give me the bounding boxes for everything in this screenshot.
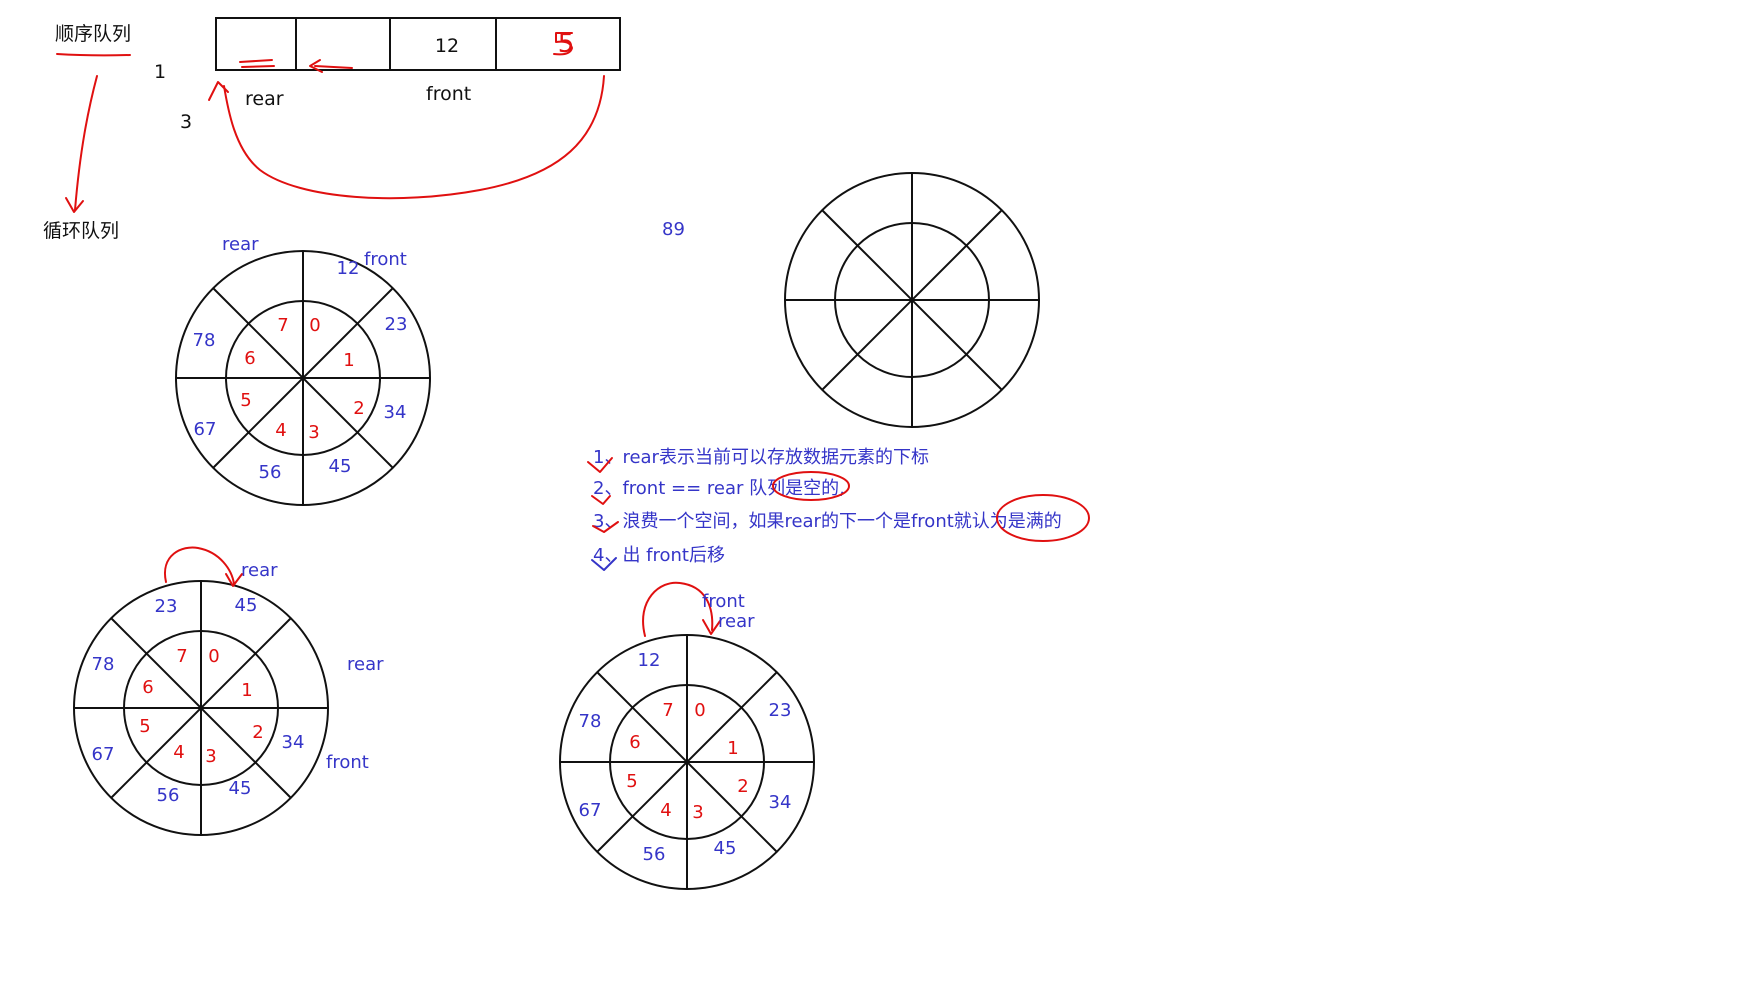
array-cell-2: 12 bbox=[435, 35, 459, 57]
outer-slot-6: 78 bbox=[193, 330, 216, 351]
inner-index-3: 3 bbox=[692, 802, 703, 823]
sequential-array: 12 5 bbox=[215, 17, 621, 71]
inner-index-2: 2 bbox=[252, 722, 263, 743]
arrow-to-circular bbox=[74, 75, 98, 211]
circular-queue-label: 循环队列 bbox=[43, 220, 119, 242]
circle2-rear-label-top: rear bbox=[241, 560, 278, 581]
circular-queue-diagram-2: 45 34 45 56 67 78 23 0 1 2 3 4 5 6 7 bbox=[73, 580, 329, 836]
circle2-rear-label-side: rear bbox=[347, 654, 384, 675]
outer-slot-4: 56 bbox=[157, 785, 180, 806]
scribble-cell-0 bbox=[239, 59, 275, 68]
inner-index-1: 1 bbox=[343, 350, 354, 371]
inner-index-2: 2 bbox=[737, 776, 748, 797]
outer-slot-0: 45 bbox=[235, 595, 258, 616]
note-2: 2、front == rear 队列是空的, bbox=[593, 478, 845, 499]
inner-index-5: 5 bbox=[240, 390, 251, 411]
outer-slot-3: 45 bbox=[714, 838, 737, 859]
outer-slot-2: 34 bbox=[384, 402, 407, 423]
sequential-underline bbox=[56, 53, 131, 57]
circle1-rear-label: rear bbox=[222, 234, 259, 255]
inner-index-1: 1 bbox=[727, 738, 738, 759]
check-1 bbox=[587, 457, 613, 473]
circle1-front-label: front bbox=[364, 249, 407, 270]
check-3 bbox=[592, 521, 619, 533]
wrap-around-arrow-head bbox=[208, 81, 229, 101]
circle2-loop-arrow bbox=[163, 546, 235, 585]
outer-slot-1: 23 bbox=[385, 314, 408, 335]
check-2 bbox=[591, 495, 611, 505]
inner-index-5: 5 bbox=[139, 716, 150, 737]
number-1: 1 bbox=[154, 61, 166, 83]
inner-index-4: 4 bbox=[173, 742, 184, 763]
outer-slot-1: 23 bbox=[769, 700, 792, 721]
outer-slot-2: 34 bbox=[769, 792, 792, 813]
circled-empty bbox=[772, 471, 850, 501]
outer-slot-4: 56 bbox=[259, 462, 282, 483]
inner-index-0: 0 bbox=[208, 646, 219, 667]
inner-index-7: 7 bbox=[277, 315, 288, 336]
array-front-label: front bbox=[426, 83, 471, 105]
circle3-front-label: front bbox=[702, 591, 745, 612]
note-1: 1、rear表示当前可以存放数据元素的下标 bbox=[593, 447, 929, 468]
inner-index-6: 6 bbox=[629, 732, 640, 753]
inner-index-5: 5 bbox=[626, 771, 637, 792]
inner-index-6: 6 bbox=[244, 348, 255, 369]
circled-full bbox=[996, 494, 1090, 542]
outer-slot-4: 56 bbox=[643, 844, 666, 865]
sequential-queue-label: 顺序队列 bbox=[55, 23, 131, 45]
outer-slot-3: 45 bbox=[329, 456, 352, 477]
note-3: 3、浪费一个空间，如果rear的下一个是front就认为是满的 bbox=[593, 511, 1062, 532]
outer-slot-7: 23 bbox=[155, 596, 178, 617]
array-rear-label: rear bbox=[245, 88, 284, 110]
handwritten-5 bbox=[553, 32, 573, 56]
inner-index-6: 6 bbox=[142, 677, 153, 698]
outer-slot-5: 67 bbox=[194, 419, 217, 440]
outer-slot-5: 67 bbox=[92, 744, 115, 765]
outer-slot-7: 12 bbox=[638, 650, 661, 671]
inner-index-4: 4 bbox=[660, 800, 671, 821]
outer-slot-6: 78 bbox=[92, 654, 115, 675]
inner-index-1: 1 bbox=[241, 680, 252, 701]
circular-queue-diagram-1: 12 23 34 45 56 67 78 0 1 2 3 4 5 6 7 bbox=[175, 250, 431, 506]
outer-slot-0: 12 bbox=[337, 258, 360, 279]
inner-index-3: 3 bbox=[205, 746, 216, 767]
circular-queue-diagram-3: 23 34 45 56 67 78 12 0 1 2 3 4 5 6 7 bbox=[559, 634, 815, 890]
empty-circle-diagram bbox=[784, 172, 1040, 428]
inner-index-4: 4 bbox=[275, 420, 286, 441]
number-3: 3 bbox=[180, 111, 192, 133]
outer-slot-2: 34 bbox=[282, 732, 305, 753]
circle2-loop-arrow-head bbox=[225, 573, 243, 587]
outer-slot-6: 78 bbox=[579, 711, 602, 732]
circle3-rear-label: rear bbox=[718, 611, 755, 632]
note-4: 4、出 front后移 bbox=[593, 545, 725, 566]
notes-list: 1、rear表示当前可以存放数据元素的下标 2、front == rear 队列… bbox=[593, 447, 1062, 566]
inner-index-3: 3 bbox=[308, 422, 319, 443]
circle2-front-label: front bbox=[326, 752, 369, 773]
wrap-around-arrow bbox=[223, 75, 605, 200]
outer-slot-5: 67 bbox=[579, 800, 602, 821]
circle3-loop-arrow-head bbox=[702, 619, 721, 635]
scribble-cell-1 bbox=[309, 59, 353, 73]
inner-index-7: 7 bbox=[662, 700, 673, 721]
outer-slot-3: 45 bbox=[229, 778, 252, 799]
inner-index-0: 0 bbox=[694, 700, 705, 721]
circle3-loop-arrow bbox=[642, 581, 714, 637]
number-89: 89 bbox=[662, 219, 685, 240]
inner-index-2: 2 bbox=[353, 398, 364, 419]
arrow-to-circular-head bbox=[65, 197, 84, 213]
inner-index-0: 0 bbox=[309, 315, 320, 336]
inner-index-7: 7 bbox=[176, 646, 187, 667]
check-4 bbox=[591, 557, 617, 571]
